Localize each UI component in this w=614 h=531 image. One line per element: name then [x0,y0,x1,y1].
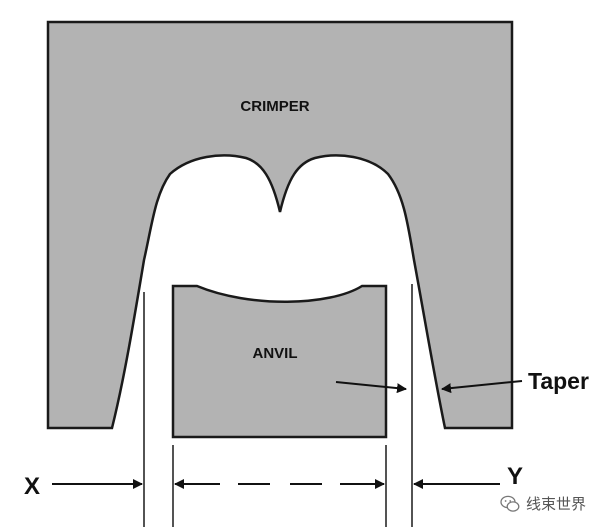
taper-outer-arrow [441,380,523,394]
watermark: 线束世界 [500,493,586,514]
crimper-label: CRIMPER [240,98,309,115]
wechat-icon [500,495,520,512]
y-label: Y [507,463,523,490]
x-label: X [24,473,40,500]
taper-label: Taper [528,368,589,394]
taper-inner-arrow [335,381,407,394]
crimper-body [46,20,514,430]
watermark-text: 线束世界 [526,495,587,513]
anvil-label: ANVIL [253,345,298,362]
anvil-body [171,284,388,439]
